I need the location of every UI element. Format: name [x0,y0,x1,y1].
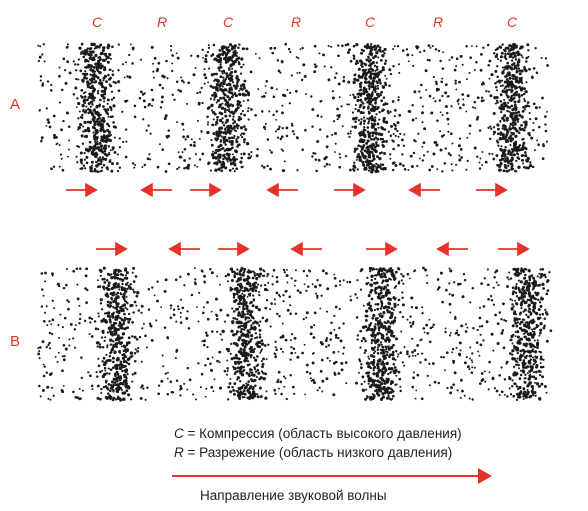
wave-direction-caption: Направление звуковой волны [200,488,387,503]
legend-r-text: = Разрежение (область низкого давления) [183,445,453,460]
row-label-b: B [10,333,21,350]
label-r-3: R [432,14,444,30]
legend-c-text: = Компрессия (область высокого давления) [183,426,462,441]
label-c-2: C [222,14,234,30]
legend-c-symbol: C [174,426,184,441]
label-r-2: R [290,14,302,30]
label-c-3: C [364,14,376,30]
legend-compression: C = Компрессия (область высокого давлени… [174,426,462,441]
label-c-1: C [91,14,103,30]
row-label-a: A [10,96,21,113]
legend-r-symbol: R [174,445,184,460]
dot-field-a [37,42,549,174]
label-r-1: R [156,14,168,30]
label-c-4: C [506,14,518,30]
legend-rarefaction: R = Разрежение (область низкого давления… [174,445,452,460]
dot-field-b [37,266,553,402]
